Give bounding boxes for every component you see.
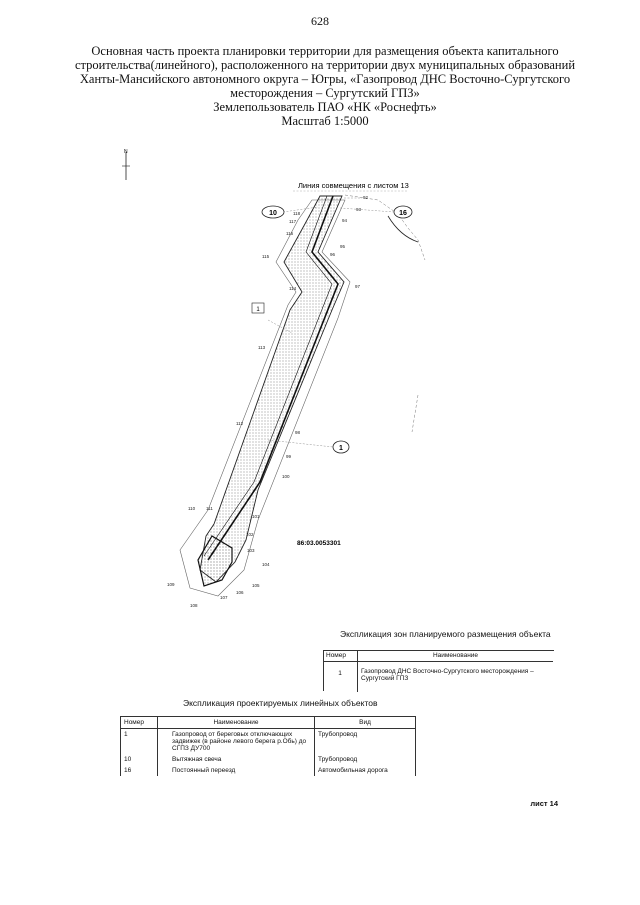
point-96: 96 xyxy=(330,252,336,257)
linear-row-1-number: 1 xyxy=(120,728,158,754)
linear-row-2-name: Вытяжная свеча xyxy=(157,754,315,765)
point-109: 109 xyxy=(167,582,175,587)
point-107: 107 xyxy=(220,595,228,600)
callout-zone-1-label: 1 xyxy=(339,445,343,452)
point-100: 100 xyxy=(282,474,290,479)
point-94: 94 xyxy=(342,218,348,223)
zone-label-box xyxy=(251,302,265,314)
linear-col-number: Номер xyxy=(120,716,158,729)
point-103: 103 xyxy=(247,548,255,553)
point-115: 115 xyxy=(262,254,270,259)
title-line-6: Масштаб 1:5000 xyxy=(281,114,369,128)
north-arrow-icon: N xyxy=(122,149,130,180)
zones-row-1-number: 1 xyxy=(323,661,358,692)
point-105: 105 xyxy=(252,583,260,588)
sheet-label: лист 14 xyxy=(530,799,558,808)
point-97: 97 xyxy=(355,284,361,289)
match-line-label: Линия совмещения с листом 13 xyxy=(298,181,409,190)
linear-row-3-type: Автомобильная дорога xyxy=(314,765,416,776)
zones-table-frame xyxy=(323,650,554,691)
site-pad xyxy=(197,535,233,587)
table-row: 1 Газопровод от береговых отключающих за… xyxy=(120,728,416,754)
linear-row-1-name: Газопровод от береговых отключающих задв… xyxy=(157,728,315,754)
point-102: 102 xyxy=(246,532,254,537)
point-101: 101 xyxy=(252,514,260,519)
right-of-way xyxy=(199,195,345,583)
zones-col-name: Наименование xyxy=(432,652,479,659)
cadastral-number: 86:03.0053301 xyxy=(297,540,341,547)
cadastral-boundary xyxy=(344,194,426,433)
title-line-1: Основная часть проекта планировки террит… xyxy=(91,44,559,58)
callout-10-label: 10 xyxy=(269,210,277,217)
document-title: Основная часть проекта планировки террит… xyxy=(40,44,610,128)
north-label: N xyxy=(124,149,128,155)
linear-row-3-name: Постоянный переезд xyxy=(157,765,315,776)
callout-zone-1 xyxy=(332,440,350,454)
point-117: 117 xyxy=(289,219,297,224)
zones-table-title: Экспликация зон планируемого размещения … xyxy=(340,629,551,639)
point-118: 118 xyxy=(293,211,301,216)
linear-col-type: Вид xyxy=(314,716,416,729)
linear-table: Номер Наименование Вид 1 Газопровод от б… xyxy=(120,716,416,776)
point-112: 112 xyxy=(236,421,244,426)
planning-zone-boundary xyxy=(179,199,351,597)
point-106: 106 xyxy=(236,590,244,595)
point-116: 116 xyxy=(286,231,294,236)
linear-row-2-number: 10 xyxy=(120,754,158,765)
linear-row-2-type: Трубопровод xyxy=(314,754,416,765)
callout-16-label: 16 xyxy=(399,210,407,217)
callout-16 xyxy=(393,205,413,219)
linear-row-3-number: 16 xyxy=(120,765,158,776)
zones-table: Номер Наименование 1 Газопровод ДНС Вост… xyxy=(323,650,553,692)
callout-10 xyxy=(261,205,285,219)
title-line-2: строительства(линейного), расположенного… xyxy=(74,58,576,72)
table-row: 16 Постоянный переезд Автомобильная доро… xyxy=(120,765,416,776)
point-110: 110 xyxy=(188,506,196,511)
title-line-4: месторождения – Сургутский ГПЗ» xyxy=(230,86,420,100)
zones-row-1-name: Газопровод ДНС Восточно-Сургутского мест… xyxy=(361,668,534,682)
point-92: 92 xyxy=(363,195,369,200)
point-108: 108 xyxy=(190,603,198,608)
point-95: 95 xyxy=(340,244,346,249)
linear-col-name: Наименование xyxy=(157,716,315,729)
point-111: 111 xyxy=(206,506,213,511)
title-line-3: Ханты-Мансийского автономного округа – Ю… xyxy=(79,72,571,86)
point-114: 114 xyxy=(289,286,297,291)
linear-row-1-type: Трубопровод xyxy=(314,728,416,754)
linear-table-title: Экспликация проектируемых линейных объек… xyxy=(183,698,378,708)
zones-col-number: Номер xyxy=(323,650,358,662)
pipeline-route xyxy=(207,195,339,561)
table-row: 10 Вытяжная свеча Трубопровод xyxy=(120,754,416,765)
point-98: 98 xyxy=(295,430,301,435)
point-104: 104 xyxy=(262,562,270,567)
title-line-5: Землепользователь ПАО «НК «Роснефть» xyxy=(213,100,437,114)
page-number: 628 xyxy=(311,14,329,28)
point-99: 99 xyxy=(286,454,292,459)
zone-label: 1 xyxy=(256,307,260,313)
point-113: 113 xyxy=(258,345,266,350)
